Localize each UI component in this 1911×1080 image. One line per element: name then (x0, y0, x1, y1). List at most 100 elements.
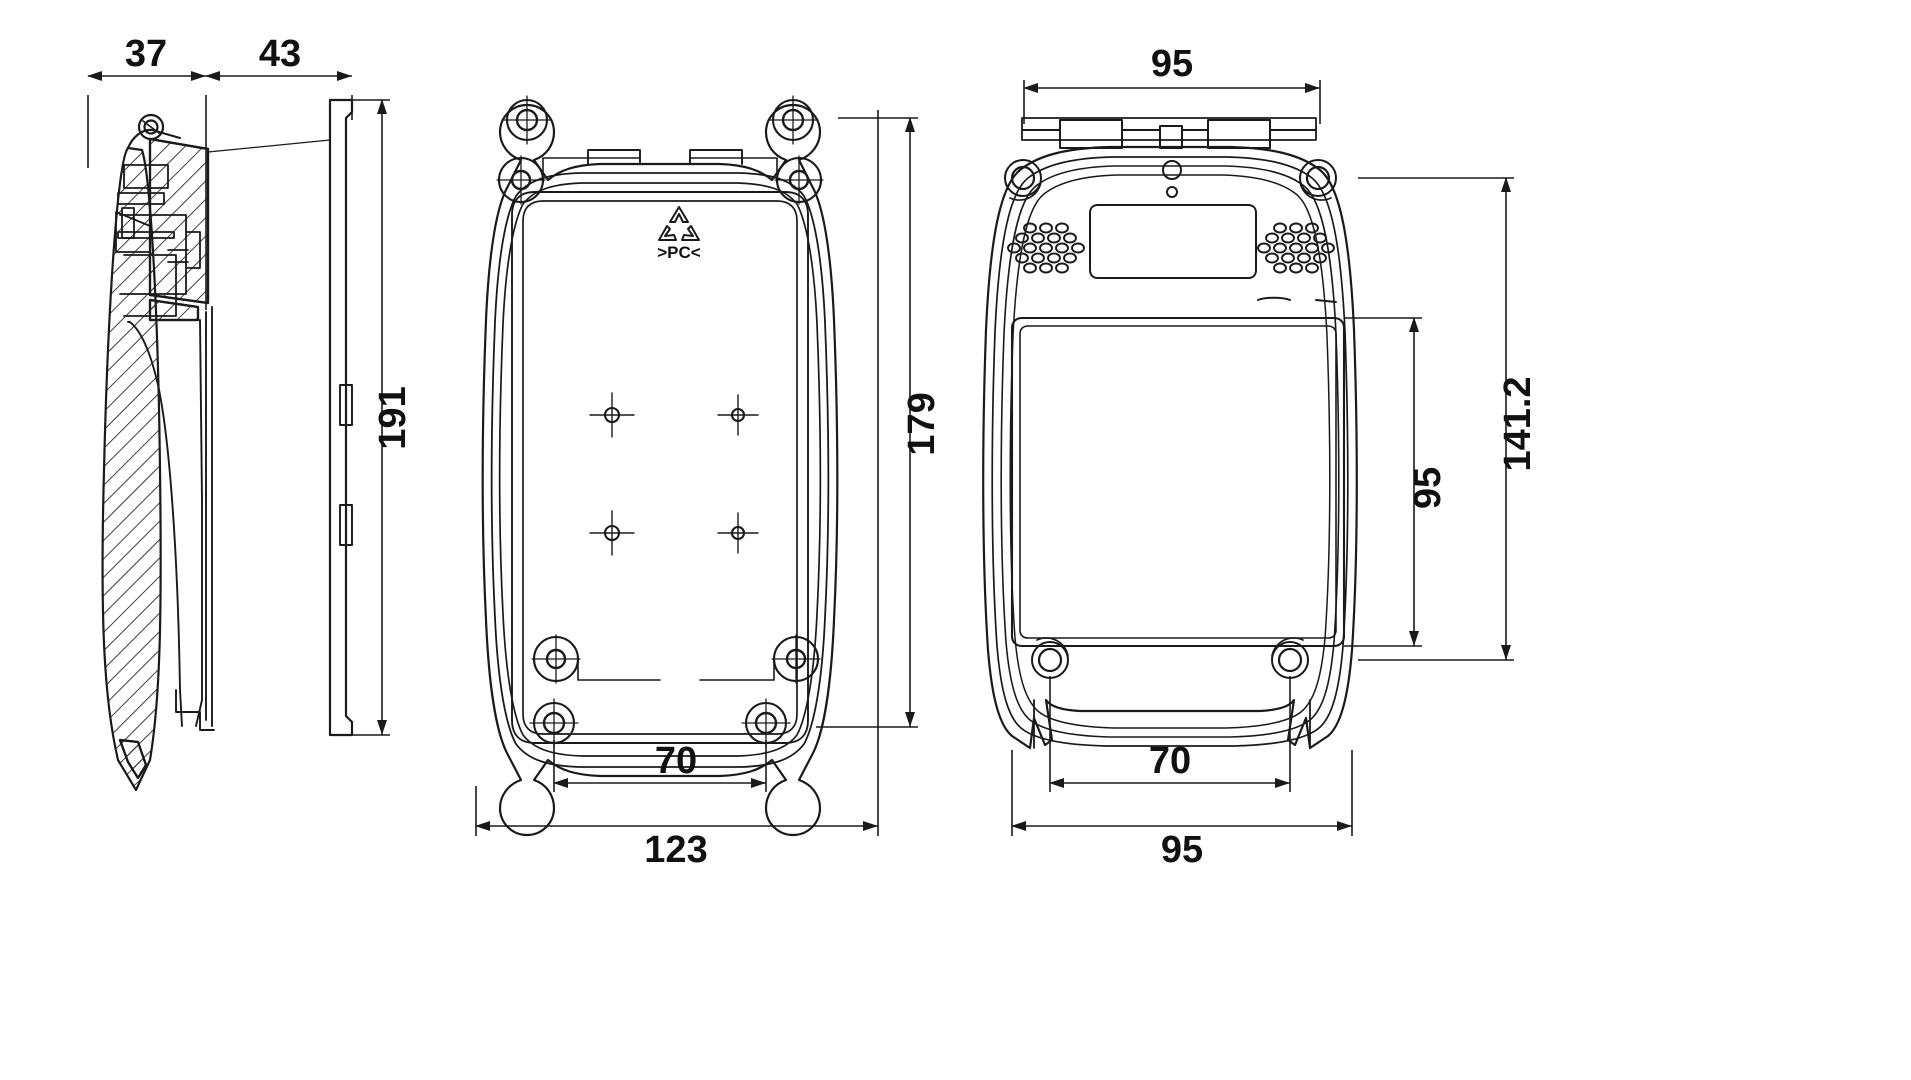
dim-label-95-right: 95 (1407, 467, 1449, 509)
grille-hole (1055, 222, 1069, 234)
boss-tl-tab (542, 157, 641, 181)
section-mid-wall-outline (148, 298, 200, 322)
pcb-standoff-top-right (717, 394, 759, 436)
left-view-dimensions (87, 71, 390, 736)
dim-label-191: 191 (372, 386, 414, 449)
grille-hole (1023, 222, 1037, 234)
mounting-ear-top-left (502, 95, 552, 145)
pcb-standoff-bottom-left (589, 510, 635, 556)
grille-hole (1039, 222, 1053, 234)
grille-hole (1313, 232, 1327, 244)
grille-hole (1039, 262, 1053, 274)
section-inner-part-d (115, 211, 151, 253)
right-view-dimensions (1011, 80, 1514, 836)
rear-outline (982, 145, 1358, 750)
hinge-barrel-mark (142, 120, 160, 134)
latch-block-center (1159, 125, 1183, 149)
section-foot-detail (175, 689, 215, 731)
grille-hole (1023, 262, 1037, 274)
dim-label-141: 141.2 (1497, 376, 1539, 471)
recycle-arrow-top (669, 206, 689, 223)
grille-hole (1273, 262, 1287, 274)
lid-tab-left-mark (1257, 296, 1291, 301)
grille-hole (1055, 262, 1069, 274)
rear-inner-3 (1009, 174, 1331, 729)
grille-hole (1023, 242, 1037, 254)
boss-bl-tab (577, 658, 661, 681)
grille-hole (1289, 262, 1303, 274)
top-hardware-bar (1021, 117, 1317, 141)
dim-label-179: 179 (901, 392, 943, 455)
recycling-triangle-icon (658, 206, 700, 241)
lid-tab-right-mark (1315, 299, 1337, 303)
enclosure-outline (481, 103, 839, 837)
section-interior-curve-left (127, 321, 183, 727)
section-inner-chamber (119, 214, 187, 295)
rear-screw-hole-top-right (1299, 159, 1337, 201)
grille-hole (1063, 232, 1077, 244)
grille-hole (1273, 242, 1287, 254)
rear-hole-br-inner (1277, 647, 1303, 673)
grille-hole (1265, 232, 1279, 244)
recycle-arrow-left (658, 225, 677, 241)
grille-hole (1063, 252, 1077, 264)
rear-hole-tl-arc (1009, 181, 1042, 201)
lid-tab-top (587, 149, 641, 165)
grille-hole (1321, 242, 1335, 254)
grille-hole (1305, 262, 1319, 274)
grille-hole (1055, 242, 1069, 254)
grille-hole (1031, 252, 1045, 264)
grille-hole (1031, 232, 1045, 244)
dim-label-95-top: 95 (1151, 43, 1193, 85)
section-inner-ribs (167, 249, 189, 263)
pcb-standoff-top-left (589, 392, 635, 438)
boss-tr-tab (689, 157, 778, 181)
center-small-hole (1166, 186, 1178, 198)
section-inner-part-a (123, 164, 169, 189)
section-bottom-lip-outline (118, 738, 148, 780)
grille-hole (1071, 242, 1085, 254)
rear-hole-tl-outer (1004, 159, 1042, 197)
dim-label-95-bottom: 95 (1161, 829, 1203, 871)
grille-hole (1289, 222, 1303, 234)
recycle-arrow-right (681, 225, 700, 241)
rear-inner-1 (991, 156, 1349, 747)
grille-hole (1257, 242, 1271, 254)
dim-label-43: 43 (259, 33, 301, 75)
grille-hole (1297, 252, 1311, 264)
rear-hole-tr-arc (1299, 181, 1332, 201)
boss-br-tab (699, 658, 775, 681)
grille-hole (1305, 222, 1319, 234)
enclosure-inner-wall-2 (498, 182, 822, 757)
section-inner-rib-a (117, 231, 175, 239)
rear-hole-tl-inner (1010, 165, 1036, 191)
inner-cavity-rect (511, 191, 809, 744)
grille-hole (1039, 242, 1053, 254)
rear-screw-hole-top-left (1004, 159, 1042, 201)
mounting-ear-top-right (768, 95, 818, 145)
grille-hole (1047, 252, 1061, 264)
left-side-section-view (101, 98, 354, 792)
section-inner-part-b (117, 192, 165, 205)
grille-hole (1281, 252, 1295, 264)
grille-hole (1281, 232, 1295, 244)
rear-hole-tr-inner (1305, 165, 1331, 191)
grille-hole (1273, 222, 1287, 234)
dim-label-123: 123 (644, 829, 707, 871)
center-indicator-hole (1162, 160, 1182, 180)
section-interior-curve-right (195, 319, 203, 727)
section-inner-chamber-b (185, 231, 201, 269)
grille-hole (1015, 232, 1029, 244)
rear-hole-bl-inner (1037, 647, 1063, 673)
battery-lid (1010, 316, 1346, 648)
section-lid-block (148, 137, 210, 305)
label-window (1089, 204, 1257, 279)
rear-foot-stems (1033, 699, 1311, 749)
grille-hole (1265, 252, 1279, 264)
grille-hole (1297, 232, 1311, 244)
speaker-grille-right (1257, 222, 1335, 274)
grille-hole (1313, 252, 1327, 264)
